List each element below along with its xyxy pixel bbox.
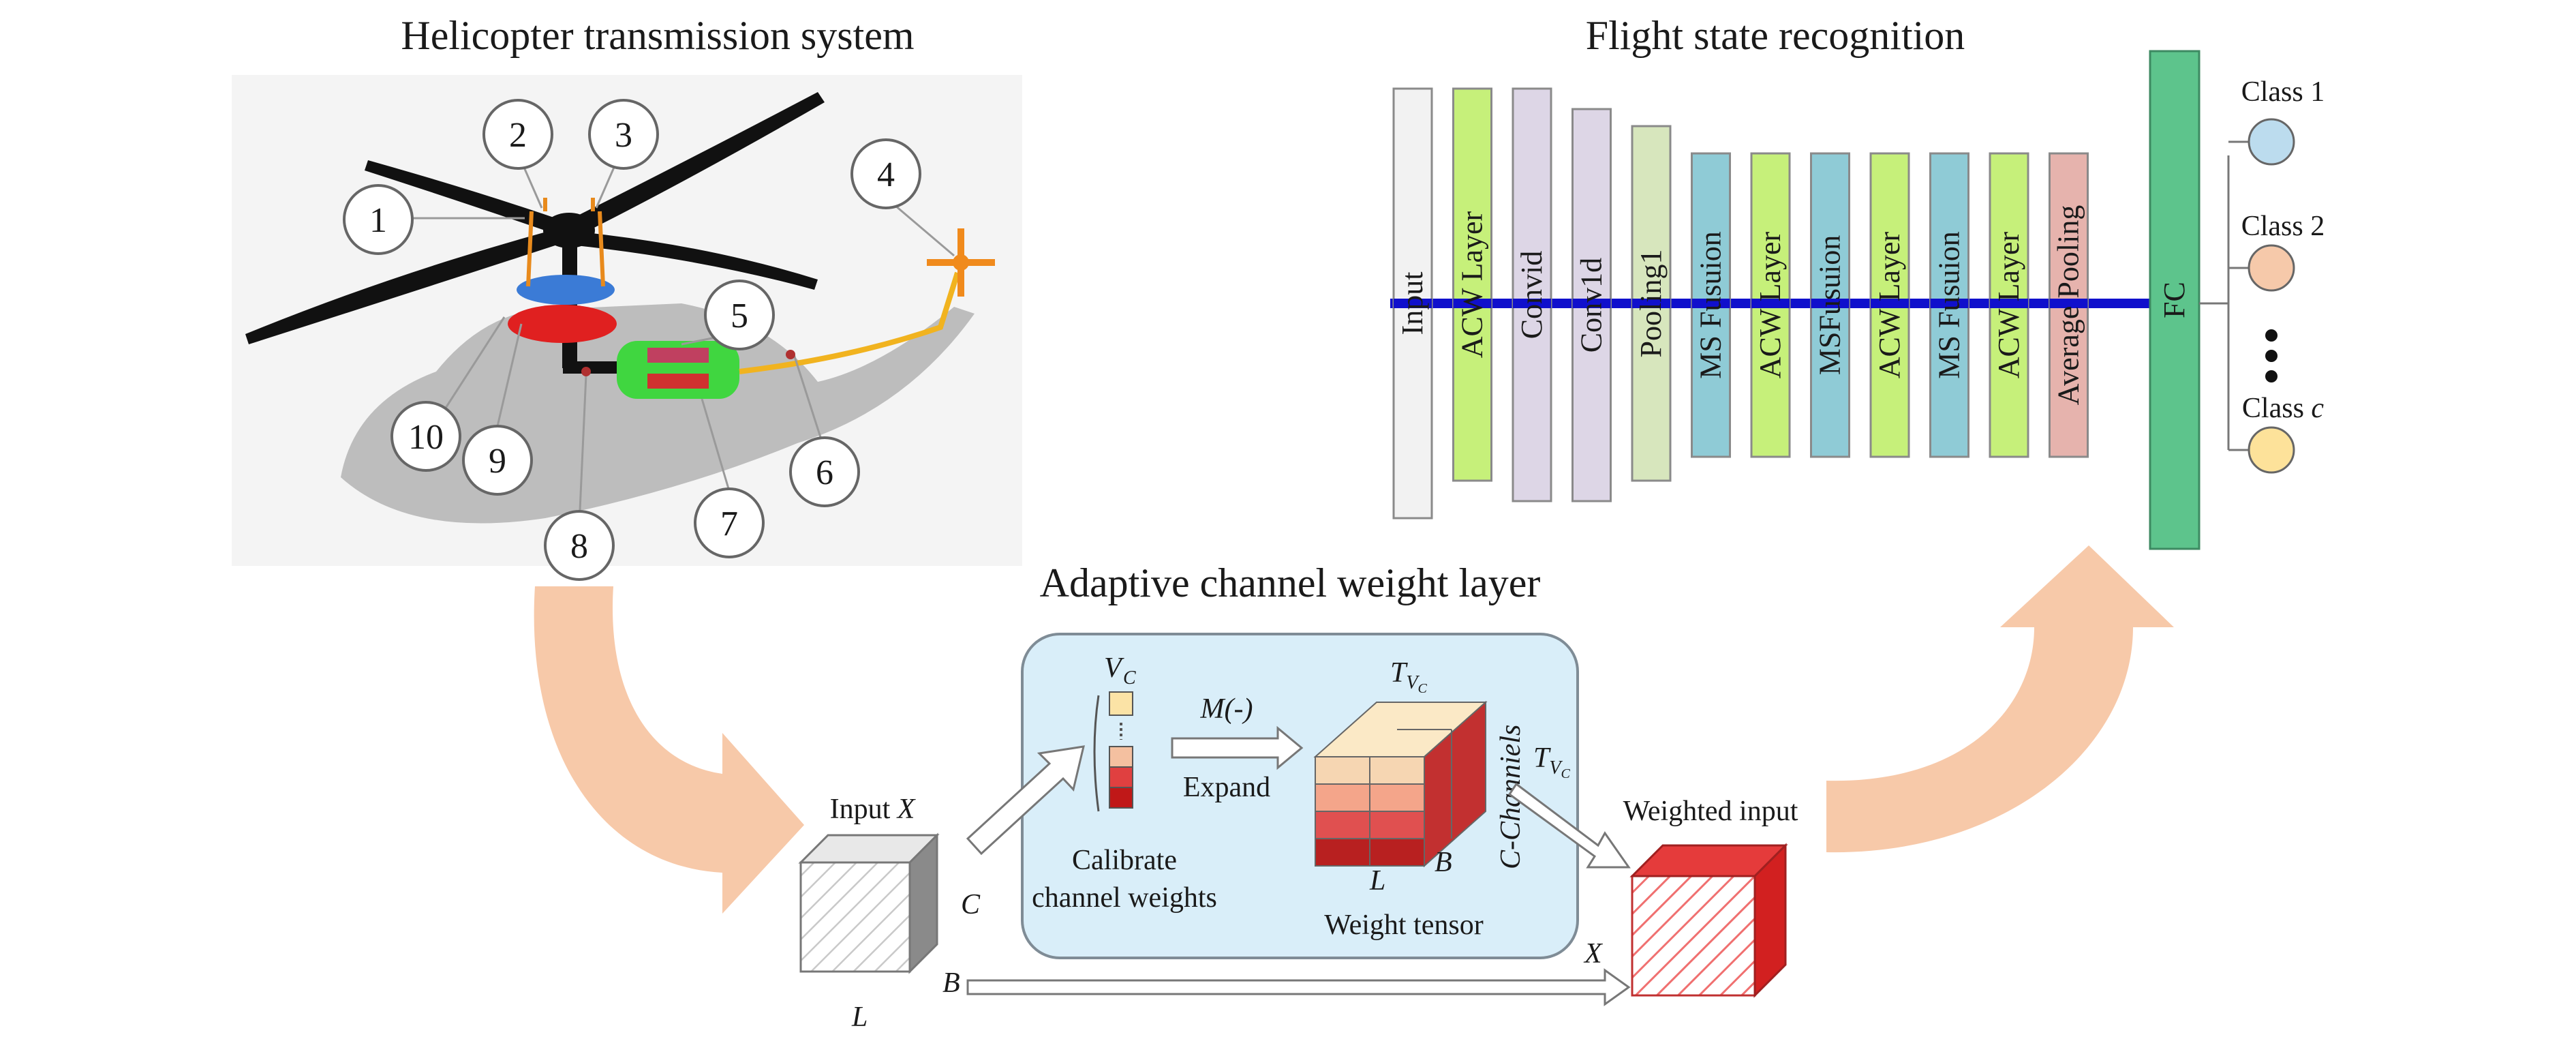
network-layers: Input ACW Layer Convid Conv1d Pooling1 MS Fus…	[1390, 50, 2201, 550]
calibrate-line1: Calibrate	[1072, 845, 1177, 876]
input-cube	[798, 832, 940, 974]
callout-5: 5	[704, 280, 775, 350]
fc-layer: FC	[2149, 50, 2201, 550]
class-ellipsis	[2265, 329, 2278, 382]
layer-2: Convid	[1512, 87, 1552, 502]
flow-arrow-left	[534, 586, 804, 914]
svg-text:2: 2	[509, 116, 527, 155]
callout-4: 4	[850, 138, 921, 209]
arrow-skip-connection	[966, 968, 1631, 1006]
svg-text:3: 3	[615, 116, 632, 155]
weighted-input-label: Weighted input	[1623, 796, 1798, 827]
class-1: Class 2	[2228, 211, 2325, 292]
layer-1: ACW Layer	[1452, 87, 1492, 482]
weight-tensor	[1313, 700, 1488, 868]
layer-6: ACW Layer	[1750, 152, 1791, 458]
svg-text:4: 4	[877, 155, 895, 194]
helicopter-panel-title: Helicopter transmission system	[401, 13, 914, 58]
layer-9: MS Fusuion	[1929, 152, 1969, 458]
tvc-output-label: TVC	[1533, 742, 1570, 781]
svg-text:9: 9	[489, 442, 506, 481]
svg-text:V: V	[1104, 652, 1124, 684]
svg-text:1: 1	[369, 201, 387, 240]
layer-7: MSFusuion	[1810, 152, 1850, 458]
acw-panel-title: Adaptive channel weight layer	[1040, 560, 1541, 605]
callout-7: 7	[694, 487, 765, 558]
tensor-dim-l: L	[1369, 865, 1385, 897]
m-operator-label: M(-)	[1200, 693, 1253, 725]
svg-text:C: C	[1123, 667, 1136, 689]
layer-0: Input	[1392, 87, 1433, 520]
svg-text:5: 5	[731, 297, 748, 335]
arrow-input-to-calibrate	[966, 745, 1085, 856]
input-x-label: Input X	[830, 794, 917, 825]
component-callouts: 1 2 3 4 5 6 7 8 9 10	[343, 99, 921, 581]
expand-arrow	[1171, 725, 1304, 770]
input-dim-c: C	[961, 889, 981, 920]
input-dim-b: B	[942, 967, 960, 999]
weighted-input-cube	[1629, 843, 1788, 998]
layer-10: ACW Layer	[1989, 152, 2029, 458]
callout-3: 3	[588, 99, 659, 170]
weight-tensor-label: Weight tensor	[1324, 910, 1483, 941]
svg-text:Convid: Convid	[1515, 251, 1548, 340]
calibrate-line2: channel weights	[1032, 882, 1217, 914]
svg-text:Pooling1: Pooling1	[1634, 250, 1668, 358]
layer-3: Conv1d	[1571, 108, 1612, 502]
callout-9: 9	[462, 425, 533, 496]
class-2: Class c	[2228, 393, 2325, 474]
tensor-dim-b: B	[1435, 847, 1452, 878]
svg-text:6: 6	[816, 453, 833, 492]
svg-text:FC: FC	[2158, 282, 2191, 318]
callout-6: 6	[789, 436, 860, 507]
svg-text:Average Pooling: Average Pooling	[2052, 205, 2085, 406]
svg-text:Class 1: Class 1	[2241, 76, 2325, 108]
class-0: Class 1	[2228, 76, 2325, 166]
arrow-tensor-to-weighted	[1507, 782, 1631, 869]
callout-8: 8	[544, 510, 615, 581]
svg-text:Input: Input	[1396, 272, 1429, 335]
recognition-panel-title: Flight state recognition	[1586, 13, 1965, 58]
layer-5: MS Fusuion	[1691, 152, 1731, 458]
output-classes: Class 1 Class 2 Class c	[2199, 76, 2325, 474]
svg-text:8: 8	[570, 527, 588, 566]
svg-text:10: 10	[408, 418, 444, 457]
layer-8: ACW Layer	[1869, 152, 1910, 458]
svg-text:Class 2: Class 2	[2241, 211, 2325, 242]
layer-4: Pooling1	[1631, 125, 1672, 482]
tensor-t-label: TVC	[1390, 657, 1427, 696]
svg-text:MSFusuion: MSFusuion	[1813, 235, 1847, 375]
svg-text:Conv1d: Conv1d	[1575, 258, 1608, 352]
callout-10: 10	[390, 401, 461, 472]
layer-11: Average Pooling	[2049, 152, 2089, 458]
svg-text:ACW Layer: ACW Layer	[1992, 231, 2025, 378]
svg-text:ACW Layer: ACW Layer	[1873, 231, 1906, 378]
callout-1: 1	[343, 184, 414, 255]
svg-text:Class c: Class c	[2242, 393, 2325, 424]
svg-text:MS Fusuion: MS Fusuion	[1933, 231, 1966, 378]
svg-text:7: 7	[720, 505, 738, 543]
svg-text:ACW Layer: ACW Layer	[1456, 211, 1489, 358]
channel-weight-vector: V C	[1093, 652, 1136, 812]
svg-text:MS Fusuion: MS Fusuion	[1694, 231, 1728, 378]
svg-text:ACW Layer: ACW Layer	[1753, 231, 1787, 378]
expand-label: Expand	[1183, 772, 1270, 803]
skip-x-label: X	[1583, 938, 1604, 970]
callout-2: 2	[482, 99, 553, 170]
flow-arrow-right	[1826, 545, 2174, 853]
input-dim-l: L	[851, 1002, 868, 1033]
